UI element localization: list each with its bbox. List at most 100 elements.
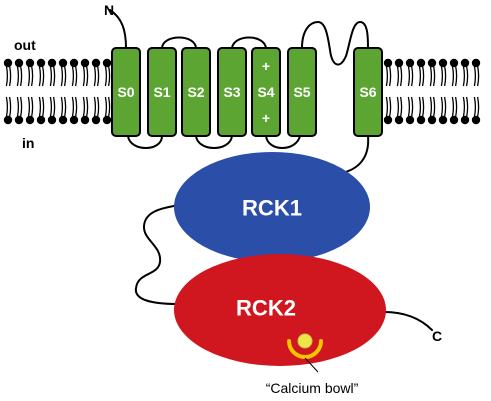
lipid-head xyxy=(80,58,90,68)
lipid-tail xyxy=(399,96,403,118)
lipid-tail xyxy=(85,65,89,87)
lipid-molecule xyxy=(14,96,24,125)
membrane-lipids-left xyxy=(3,58,112,125)
lipid-tail xyxy=(49,96,53,118)
segment-s0: S0 xyxy=(111,47,141,137)
lipid-tail xyxy=(385,96,389,118)
lipid-tail xyxy=(52,96,56,118)
segment-s4-charge-top: + xyxy=(262,58,270,74)
lipid-tail xyxy=(49,65,53,87)
lipid-tail xyxy=(462,65,466,87)
lipid-head xyxy=(14,58,24,68)
lipid-head xyxy=(102,58,112,68)
lipid-head xyxy=(405,115,415,125)
lipid-head xyxy=(91,58,101,68)
lipid-head xyxy=(416,115,426,125)
lipid-head xyxy=(3,58,13,68)
lipid-tail xyxy=(104,65,108,87)
lipid-tail xyxy=(60,65,64,87)
lipid-tail xyxy=(465,96,469,118)
lipid-molecule xyxy=(80,58,90,87)
lipid-tail xyxy=(5,65,9,87)
lipid-molecule xyxy=(25,58,35,87)
segment-s3-label: S3 xyxy=(223,84,240,100)
lipid-head xyxy=(80,115,90,125)
lipid-tail xyxy=(41,65,45,87)
lipid-tail xyxy=(96,65,100,87)
lipid-tail xyxy=(388,96,392,118)
segment-s6: S6 xyxy=(353,47,383,137)
lipid-head xyxy=(471,115,481,125)
lipid-molecule xyxy=(383,58,393,87)
lipid-tail xyxy=(443,65,447,87)
lipid-tail xyxy=(410,96,414,118)
lipid-head xyxy=(405,58,415,68)
lipid-molecule xyxy=(58,58,68,87)
lipid-head xyxy=(36,115,46,125)
lipid-head xyxy=(416,58,426,68)
rck1-label: RCK1 xyxy=(242,196,302,221)
lipid-tail xyxy=(107,65,111,87)
rck2-ellipse xyxy=(174,254,386,366)
segment-s4: + S4 + xyxy=(251,47,281,137)
lipid-tail xyxy=(52,65,56,87)
segment-s5-body xyxy=(287,47,317,137)
lipid-molecule xyxy=(3,58,13,87)
lipid-molecule xyxy=(91,96,101,125)
lipid-head xyxy=(47,58,57,68)
lipid-tail xyxy=(104,96,108,118)
lipid-tail xyxy=(74,65,78,87)
lipid-molecule xyxy=(102,96,112,125)
lipid-molecule xyxy=(449,96,459,125)
lipid-head xyxy=(394,115,404,125)
segment-s1: S1 xyxy=(147,47,177,137)
lipid-tail xyxy=(60,96,64,118)
lipid-tail xyxy=(454,96,458,118)
transmembrane-segments: S0 S1 S2 S3 + S4 + S5 S6 xyxy=(111,47,383,137)
lipid-tail xyxy=(27,65,31,87)
c-terminus-label: C xyxy=(432,328,442,344)
lipid-tail xyxy=(451,96,455,118)
lipid-tail xyxy=(71,65,75,87)
segment-s2-body xyxy=(181,47,211,137)
lipid-molecule xyxy=(383,96,393,125)
membrane-lipids-right xyxy=(383,58,481,125)
lipid-head xyxy=(14,115,24,125)
lipid-tail xyxy=(38,96,42,118)
lipid-molecule xyxy=(80,96,90,125)
lipid-tail xyxy=(418,96,422,118)
lipid-head xyxy=(449,115,459,125)
lipid-molecule xyxy=(416,58,426,87)
n-terminus-label: N xyxy=(104,2,114,18)
calcium-bowl-label: “Calcium bowl” xyxy=(266,380,359,396)
lipid-molecule xyxy=(58,96,68,125)
lipid-molecule xyxy=(405,96,415,125)
lipid-molecule xyxy=(36,58,46,87)
segment-s6-label: S6 xyxy=(359,84,376,100)
lipid-molecule xyxy=(91,58,101,87)
lipid-tail xyxy=(38,65,42,87)
lipid-tail xyxy=(454,65,458,87)
lipid-tail xyxy=(432,96,436,118)
rck1-ellipse xyxy=(174,152,370,262)
lipid-tail xyxy=(385,65,389,87)
calcium-bowl-arc xyxy=(287,339,323,359)
segment-s0-body xyxy=(111,47,141,137)
segment-s0-label: S0 xyxy=(117,84,134,100)
lipid-tail xyxy=(8,65,12,87)
segment-s5-label: S5 xyxy=(293,84,310,100)
lipid-tail xyxy=(421,96,425,118)
outside-label: out xyxy=(14,37,36,53)
lipid-tail xyxy=(451,65,455,87)
lipid-head xyxy=(460,58,470,68)
segment-s5: S5 xyxy=(287,47,317,137)
lipid-head xyxy=(383,58,393,68)
lipid-tail xyxy=(429,96,433,118)
lipid-head xyxy=(460,115,470,125)
lipid-tail xyxy=(388,65,392,87)
lipid-molecule xyxy=(36,96,46,125)
lipid-molecule xyxy=(416,96,426,125)
segment-s4-charge-bottom: + xyxy=(262,110,270,126)
lipid-molecule xyxy=(69,58,79,87)
